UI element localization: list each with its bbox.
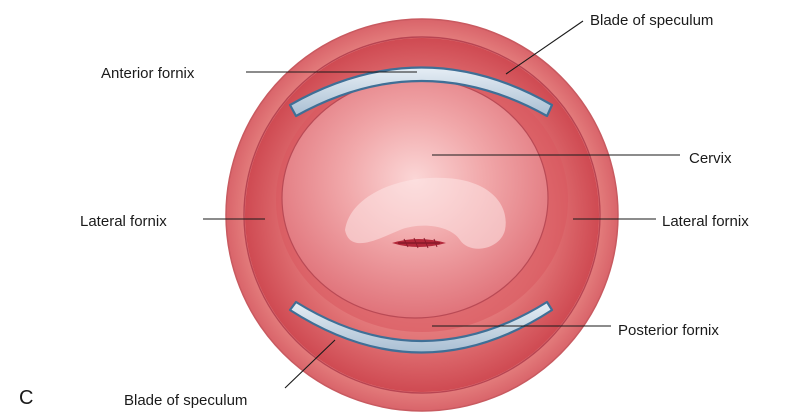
label-blade-bottom: Blade of speculum bbox=[124, 392, 247, 409]
label-posterior-fornix: Posterior fornix bbox=[618, 322, 719, 339]
label-cervix: Cervix bbox=[689, 150, 732, 167]
label-lateral-fornix-left: Lateral fornix bbox=[80, 213, 167, 230]
label-blade-top: Blade of speculum bbox=[590, 12, 713, 29]
figure-letter: C bbox=[19, 387, 33, 409]
label-anterior-fornix: Anterior fornix bbox=[101, 65, 195, 82]
label-lateral-fornix-right: Lateral fornix bbox=[662, 213, 749, 230]
